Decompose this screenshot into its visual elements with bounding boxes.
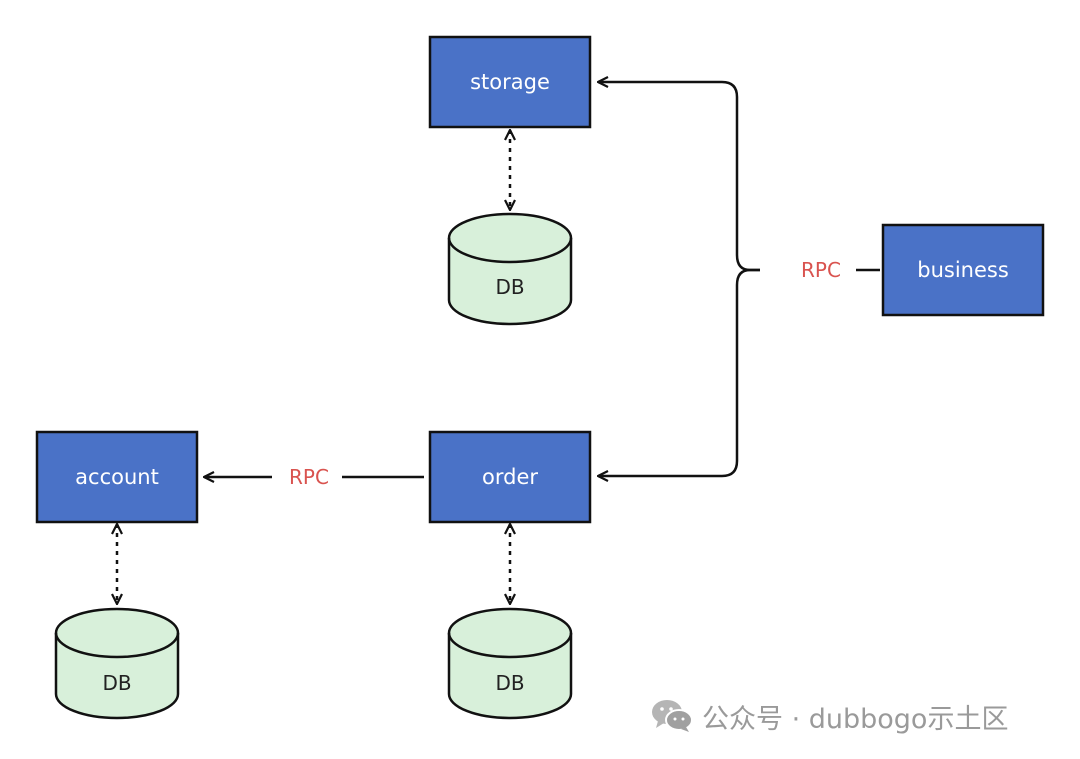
business-to-order-connector bbox=[598, 268, 760, 476]
order-db-label: DB bbox=[495, 671, 524, 695]
storage-db-label: DB bbox=[495, 275, 524, 299]
account-service-label: account bbox=[75, 465, 159, 489]
watermark: 公众号 · dubbogo示土区 bbox=[650, 693, 1008, 739]
storage-service-box: storage bbox=[428, 35, 592, 129]
account-service-box: account bbox=[35, 430, 199, 524]
account-db-label: DB bbox=[102, 671, 131, 695]
order-service-label: order bbox=[482, 465, 538, 489]
storage-service-label: storage bbox=[470, 70, 550, 94]
account-db-cylinder: DB bbox=[54, 607, 180, 720]
storage-db-cylinder: DB bbox=[447, 212, 573, 326]
business-to-storage-connector bbox=[598, 82, 760, 272]
business-rpc-label: RPC bbox=[801, 258, 841, 282]
business-service-label: business bbox=[917, 258, 1009, 282]
watermark-text: 公众号 · dubbogo示土区 bbox=[702, 703, 1009, 735]
wechat-icon bbox=[652, 700, 693, 732]
business-service-box: business bbox=[881, 223, 1045, 317]
order-service-box: order bbox=[428, 430, 592, 524]
order-db-cylinder: DB bbox=[447, 607, 573, 720]
order-account-rpc-label: RPC bbox=[289, 465, 329, 489]
